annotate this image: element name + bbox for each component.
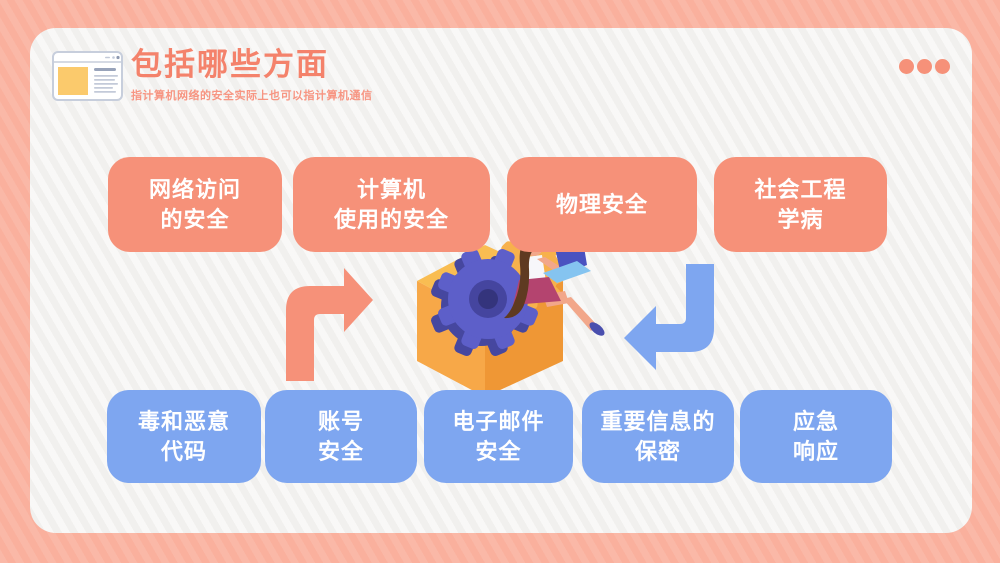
topic-box-important-info-confidentiality: 重要信息的 保密 — [582, 390, 734, 483]
topic-box-computer-use-security: 计算机 使用的安全 — [293, 157, 490, 252]
ellipsis-decoration — [899, 59, 950, 74]
dot-icon — [899, 59, 914, 74]
topic-box-account-security: 账号 安全 — [265, 390, 417, 483]
topic-box-malicious-code: 毒和恶意 代码 — [107, 390, 261, 483]
topic-box-emergency-response: 应急 响应 — [740, 390, 892, 483]
topic-box-social-engineering: 社会工程 学病 — [714, 157, 887, 252]
browser-window-icon — [52, 51, 123, 101]
curved-arrow-down-left-icon — [624, 264, 714, 370]
topic-box-email-security: 电子邮件 安全 — [424, 390, 573, 483]
page-subtitle: 指计算机网络的安全实际上也可以指计算机通信 — [131, 89, 373, 102]
topic-box-physical-security: 物理安全 — [507, 157, 697, 252]
curved-arrow-up-right-icon — [286, 268, 373, 381]
dot-icon — [935, 59, 950, 74]
header: 包括哪些方面 指计算机网络的安全实际上也可以指计算机通信 — [131, 47, 373, 103]
topic-box-network-access-security: 网络访问 的安全 — [108, 157, 282, 252]
dot-icon — [917, 59, 932, 74]
page-title: 包括哪些方面 — [131, 47, 329, 82]
